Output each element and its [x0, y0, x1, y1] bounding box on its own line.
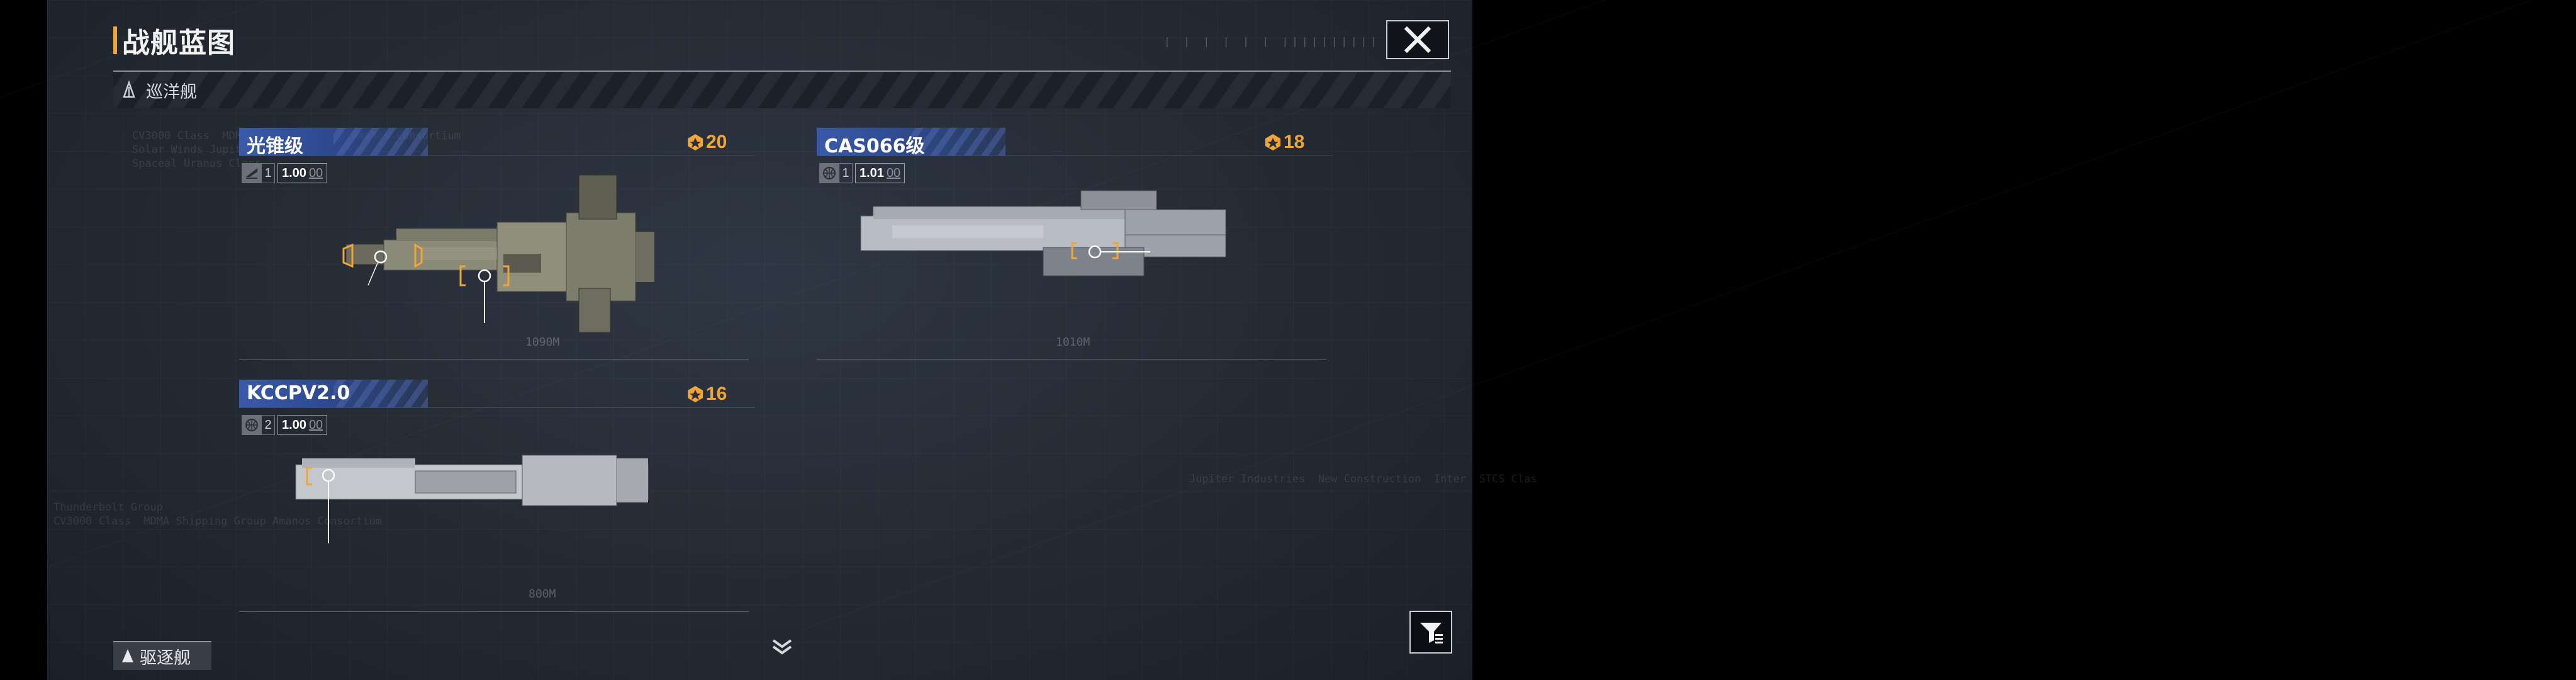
filter-button[interactable]: [1409, 611, 1452, 654]
length-label: 1010M: [1056, 336, 1090, 349]
ship-image: [860, 190, 1226, 276]
ship-name-bar: [239, 128, 428, 156]
command-point-icon: [688, 386, 703, 402]
divider: [239, 407, 755, 408]
cost-value: 16: [706, 383, 727, 404]
page-title: 战舰蓝图: [122, 27, 235, 59]
close-button[interactable]: [1386, 20, 1449, 59]
close-icon: [1404, 26, 1431, 54]
version-sub: 00: [308, 166, 323, 180]
version-main: 1.00: [282, 166, 306, 180]
version-sub: 00: [308, 417, 323, 432]
ship-class-icon: [122, 649, 133, 662]
ship-stats: 2 1.00 00: [242, 415, 328, 435]
command-point-icon: [1265, 134, 1280, 150]
background-text: Jupiter Industries New Construction Inte…: [1189, 473, 1537, 485]
version-sub: 00: [886, 166, 901, 180]
filter-icon: [1420, 623, 1443, 643]
command-point-icon: [688, 134, 703, 150]
ship-name: KCCPV2.0: [247, 382, 350, 404]
ship-card-1[interactable]: 光锥级 20 1 1.00 00: [239, 128, 755, 362]
scale-line: [239, 611, 749, 612]
ship-image: [295, 455, 649, 543]
title-accent: [113, 26, 117, 54]
cost-badge: 18: [1263, 132, 1304, 153]
ship-card-3[interactable]: KCCPV2.0 16 2 1.00 00: [239, 380, 755, 614]
ship-name: 光锥级: [247, 135, 303, 157]
globe-emblem-icon: [242, 415, 262, 435]
cost-value: 20: [706, 132, 727, 152]
category-tab-destroyer[interactable]: 驱逐舰: [113, 641, 211, 670]
ship-image: [342, 174, 654, 333]
ship-class-icon: [123, 80, 135, 98]
ship-name-bar: [239, 380, 428, 407]
decor-ticks: | | | | | | ||||||||||: [1164, 35, 1380, 47]
ship-stats: 1 1.01 00: [819, 163, 905, 183]
ship-name: CAS066级: [824, 135, 925, 157]
version-box: 1.01 00: [855, 163, 905, 183]
ship-name-bar: [817, 128, 1005, 156]
category-label: 驱逐舰: [140, 648, 191, 668]
category-label: 巡洋舰: [146, 82, 197, 102]
version-main: 1.01: [860, 166, 884, 180]
globe-emblem-icon: [819, 163, 839, 183]
version-box: 1.00 00: [277, 163, 328, 183]
scroll-down-chevron-icon[interactable]: [770, 638, 795, 657]
length-label: 1090M: [525, 336, 560, 349]
cost-value: 18: [1284, 132, 1305, 152]
category-header-cruiser[interactable]: 巡洋舰: [113, 71, 1451, 108]
tier-number: 2: [262, 415, 275, 435]
triangle-emblem-icon: [242, 163, 262, 183]
ship-card-2[interactable]: CAS066级 18 1 1.01 00: [817, 128, 1333, 362]
page-header: 战舰蓝图: [113, 24, 235, 59]
tier-number: 1: [262, 163, 275, 183]
background-text: Thunderbolt Group CV3000 Class MDMA Ship…: [53, 501, 382, 528]
version-main: 1.00: [282, 417, 306, 432]
cost-badge: 20: [686, 132, 727, 153]
length-label: 800M: [529, 587, 556, 601]
cost-badge: 16: [686, 383, 727, 405]
tier-number: 1: [839, 163, 853, 183]
version-box: 1.00 00: [277, 415, 328, 435]
ship-stats: 1 1.00 00: [242, 163, 328, 183]
